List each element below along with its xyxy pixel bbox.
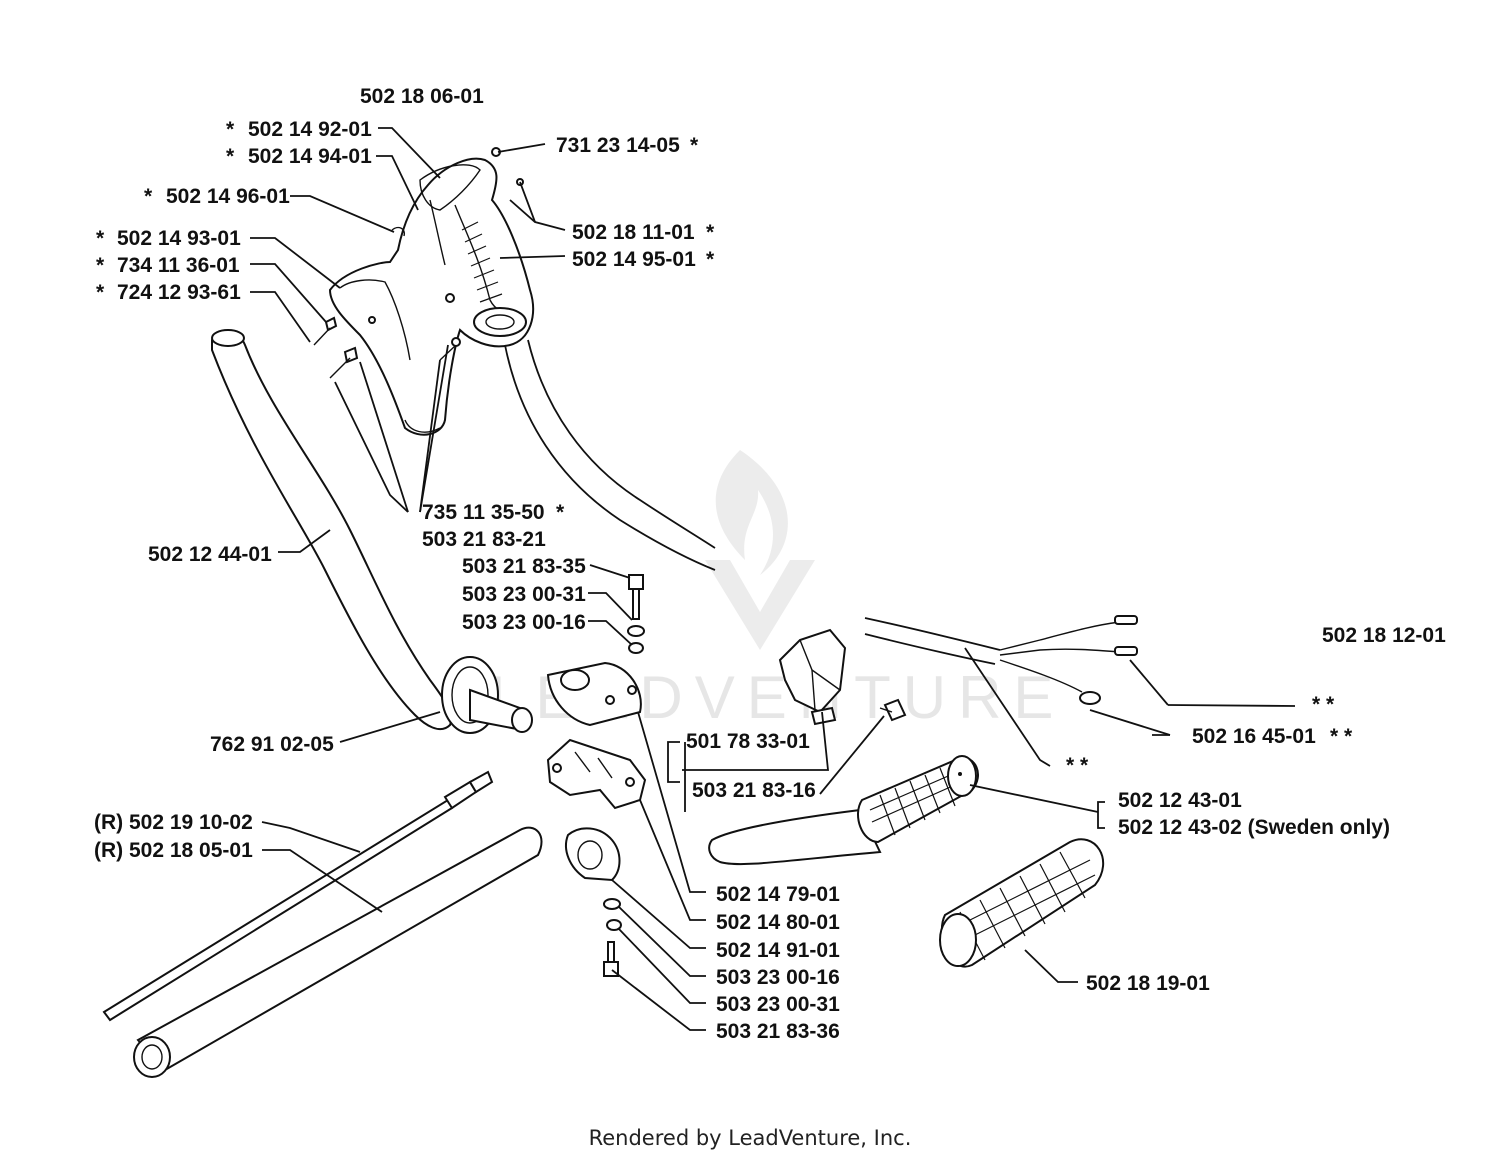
label-r-502-19-10-02: (R) 502 19 10-02 [94, 811, 253, 834]
label-724-12-93-61: 724 12 93-61 [117, 281, 241, 304]
label-502-14-92-01: 502 14 92-01 [248, 118, 372, 141]
label-502-14-95-01: 502 14 95-01 [572, 248, 696, 271]
label-r-502-18-05-01: (R) 502 18 05-01 [94, 839, 253, 862]
wire-harness [999, 615, 1138, 705]
star-marker: * [706, 221, 715, 244]
label-503-23-00-31-bot: 503 23 00-31 [716, 993, 840, 1016]
star-marker: * [690, 134, 699, 157]
star-marker: * [226, 145, 235, 168]
star-marker: * [556, 501, 565, 524]
star-marker: * [96, 227, 105, 250]
label-503-21-83-35: 503 21 83-35 [462, 555, 586, 578]
wire-clip-bracket [778, 628, 847, 726]
label-503-23-00-16-top: 503 23 00-16 [462, 611, 586, 634]
label-503-23-00-16-bot: 503 23 00-16 [716, 966, 840, 989]
clamp-ring [441, 656, 533, 734]
label-502-18-12-01: 502 18 12-01 [1322, 624, 1446, 647]
label-503-21-83-36: 503 21 83-36 [716, 1020, 840, 1043]
label-502-14-80-01: 502 14 80-01 [716, 911, 840, 934]
right-grip-on-bar [708, 755, 979, 866]
loose-grip [939, 838, 1105, 968]
label-502-18-06-01: 502 18 06-01 [360, 85, 484, 108]
label-502-14-94-01: 502 14 94-01 [248, 145, 372, 168]
tube-shaft [133, 826, 543, 1078]
label-502-14-79-01: 502 14 79-01 [716, 883, 840, 906]
label-503-21-83-21: 503 21 83-21 [422, 528, 546, 551]
label-501-78-33-01: 501 78 33-01 [686, 730, 810, 753]
handle-screws [313, 147, 524, 379]
label-731-23-14-05: 731 23 14-05 [556, 134, 680, 157]
label-502-12-43-01: 502 12 43-01 [1118, 789, 1242, 812]
star-marker: * [144, 185, 153, 208]
label-502-18-11-01: 502 18 11-01 [572, 221, 695, 244]
label-502-12-43-02: 502 12 43-02 (Sweden only) [1118, 816, 1390, 839]
upper-bolt-washers [627, 574, 645, 654]
label-503-21-83-16: 503 21 83-16 [692, 779, 816, 802]
label-735-11-35-50: 735 11 35-50 [422, 501, 545, 524]
part-labels: 502 18 06-01 * 502 14 92-01 * 502 14 94-… [94, 85, 1446, 1043]
label-502-18-19-01: 502 18 19-01 [1086, 972, 1210, 995]
leader-lines [250, 127, 1296, 1031]
drive-shaft [102, 770, 494, 1022]
middle-clamp [546, 738, 647, 810]
lower-clamp [565, 827, 621, 882]
handle-bar-right [504, 339, 1001, 665]
footer-credit: Rendered by LeadVenture, Inc. [589, 1126, 912, 1150]
bracket-screw [879, 698, 907, 722]
star-marker: * [706, 248, 715, 271]
star-marker: * [96, 281, 105, 304]
label-502-14-93-01: 502 14 93-01 [117, 227, 241, 250]
double-star-marker: * * [1330, 725, 1353, 748]
label-502-14-91-01: 502 14 91-01 [716, 939, 840, 962]
star-marker: * [226, 118, 235, 141]
lower-bolt-washers [603, 898, 622, 977]
label-734-11-36-01: 734 11 36-01 [117, 254, 240, 277]
label-502-16-45-01: 502 16 45-01 [1192, 725, 1316, 748]
upper-clamp [546, 661, 642, 727]
throttle-handle-assembly [328, 157, 535, 436]
label-762-91-02-05: 762 91 02-05 [210, 733, 334, 756]
label-502-12-44-01: 502 12 44-01 [148, 543, 272, 566]
label-503-23-00-31-top: 503 23 00-31 [462, 583, 586, 606]
label-502-14-96-01: 502 14 96-01 [166, 185, 290, 208]
double-star-marker: * * [1066, 754, 1089, 777]
double-star-marker: * * [1312, 693, 1335, 716]
star-marker: * [96, 254, 105, 277]
